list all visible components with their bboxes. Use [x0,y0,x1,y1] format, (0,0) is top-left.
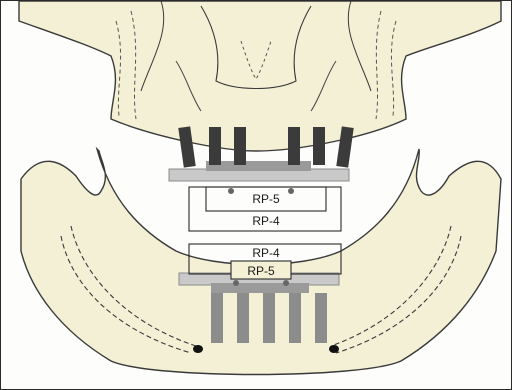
maxilla [19,1,501,151]
upper-implant [288,127,300,165]
rp5-lower-label: RP-5 [247,264,275,278]
rp5-upper-label: RP-5 [252,192,280,206]
maxilla-bone [19,1,501,151]
upper-implant [234,127,246,165]
rp4-lower-label: RP-4 [252,246,280,260]
upper-implant [313,127,325,165]
lower-implant [211,293,223,343]
rp4-upper-label: RP-4 [252,214,280,228]
mental-foramen-right [329,345,339,353]
lower-implant [315,293,327,343]
lower-implant [289,293,301,343]
lower-bar-base [211,283,309,293]
upper-implant [209,127,221,165]
lower-implant [263,293,275,343]
mental-foramen-left [193,345,203,353]
lower-implant [237,293,249,343]
